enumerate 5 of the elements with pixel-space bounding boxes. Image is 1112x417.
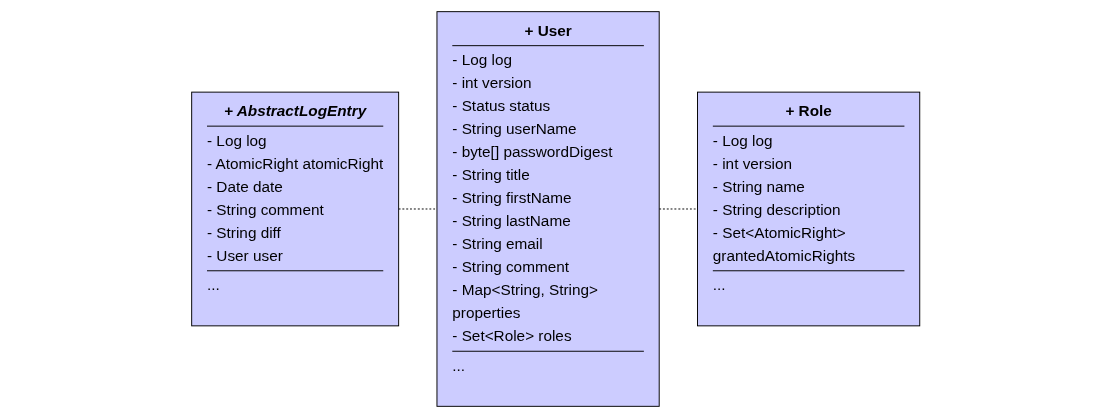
node-box: + User - Log log - int version - Status status - String userName - byte[] passwordDigest - String title - String firstName - String lastName - String email - String comment - Map<String, String> properties - Set<Role> roles ...	[436, 10, 660, 407]
node-box: + AbstractLogEntry - Log log - AtomicRight atomicRight - Date date - String comment - String diff - User user ...	[191, 91, 400, 326]
connector	[398, 208, 438, 209]
node-box: + Role - Log log - int version - String name - String description - Set<AtomicRight> grantedAtomicRights ...	[697, 91, 921, 326]
connector	[659, 208, 699, 209]
